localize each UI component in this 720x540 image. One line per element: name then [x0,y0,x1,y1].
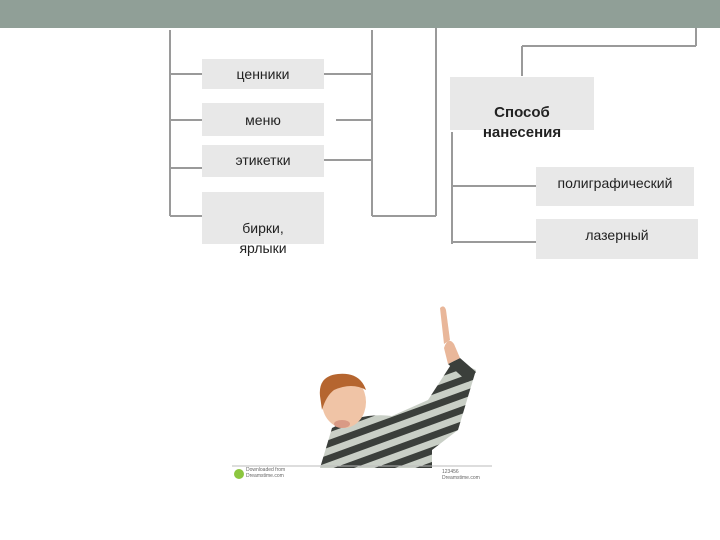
item-menyu: меню [202,103,324,136]
mouth-shape [334,420,350,428]
method-label: Способ нанесения [483,104,561,141]
watermark-right: 123456 Dreamstime.com [442,469,480,481]
item-tsenniki: ценники [202,59,324,89]
finger-shape [440,306,450,344]
item-poligraficheskiy: полиграфический [536,167,694,206]
method-box: Способ нанесения [450,77,594,130]
item-label: этикетки [235,152,290,168]
item-label: меню [245,112,281,128]
item-birki: бирки, ярлыки [202,192,324,244]
item-lazerny: лазерный [536,219,698,259]
item-etiketki: этикетки [202,145,324,177]
item-label: полиграфический [558,175,673,191]
item-label: бирки, ярлыки [239,220,286,256]
item-label: ценники [237,66,290,82]
item-label: лазерный [585,227,648,243]
dreamstime-logo-icon [234,469,244,479]
watermark-left: Downloaded from Dreamstime.com [246,467,285,479]
boy-pointing-photo [222,300,498,490]
